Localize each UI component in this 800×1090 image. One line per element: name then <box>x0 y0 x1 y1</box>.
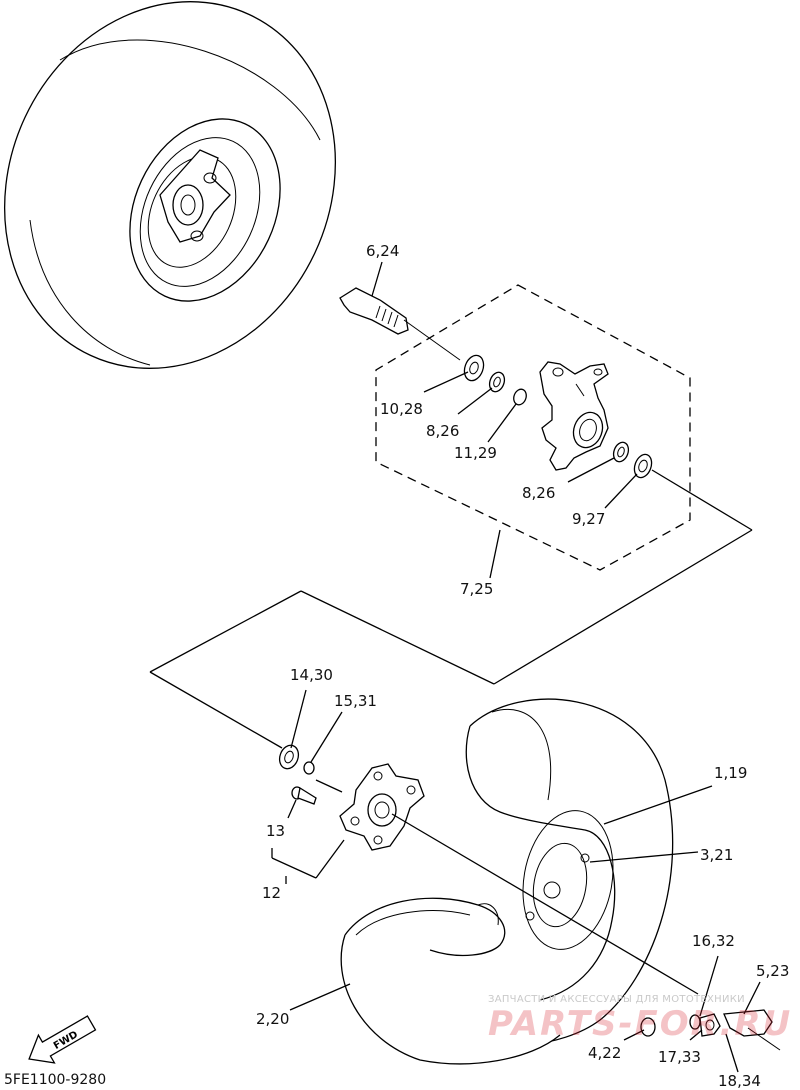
label-1-19: 1,19 <box>714 764 747 782</box>
label-6-24: 6,24 <box>366 242 399 260</box>
label-5-23: 5,23 <box>756 962 789 980</box>
label-16-32: 16,32 <box>692 932 735 950</box>
washer-leader <box>315 779 343 793</box>
label-8-26-upper: 8,26 <box>426 422 459 440</box>
upper-leader-lines <box>423 371 753 579</box>
label-14-30: 14,30 <box>290 666 333 684</box>
steering-knuckle-part <box>539 361 609 471</box>
label-18-34: 18,34 <box>718 1072 761 1090</box>
hub-bolt-part <box>291 786 317 805</box>
axle-line <box>391 813 699 995</box>
fwd-arrow-icon: FWD <box>28 1015 97 1064</box>
label-17-33: 17,33 <box>658 1048 701 1066</box>
lower-wheel-drawing <box>340 698 674 1065</box>
label-8-26-lower: 8,26 <box>522 484 555 502</box>
knuckle-assembly-outline <box>375 284 691 571</box>
label-3-21: 3,21 <box>700 846 733 864</box>
label-2-20: 2,20 <box>256 1010 289 1028</box>
hub-axle-part <box>339 287 461 361</box>
upper-wheel-drawing <box>4 1 336 369</box>
lower-connector-lines <box>149 529 753 749</box>
label-13: 13 <box>266 822 285 840</box>
label-9-27: 9,27 <box>572 510 605 528</box>
diagram-code: 5FE1100-9280 <box>4 1072 107 1088</box>
hub-washer-part <box>278 744 315 775</box>
label-15-31: 15,31 <box>334 692 377 710</box>
leader-6-24 <box>371 261 383 297</box>
lower-leader-lines <box>271 689 761 1073</box>
bearing-parts <box>463 354 653 479</box>
label-12: 12 <box>262 884 281 902</box>
label-10-28: 10,28 <box>380 400 423 418</box>
label-4-22: 4,22 <box>588 1044 621 1062</box>
axle-nut-parts <box>640 1009 781 1051</box>
label-11-29: 11,29 <box>454 444 497 462</box>
label-7-25: 7,25 <box>460 580 493 598</box>
wheel-hub-part <box>339 763 425 851</box>
